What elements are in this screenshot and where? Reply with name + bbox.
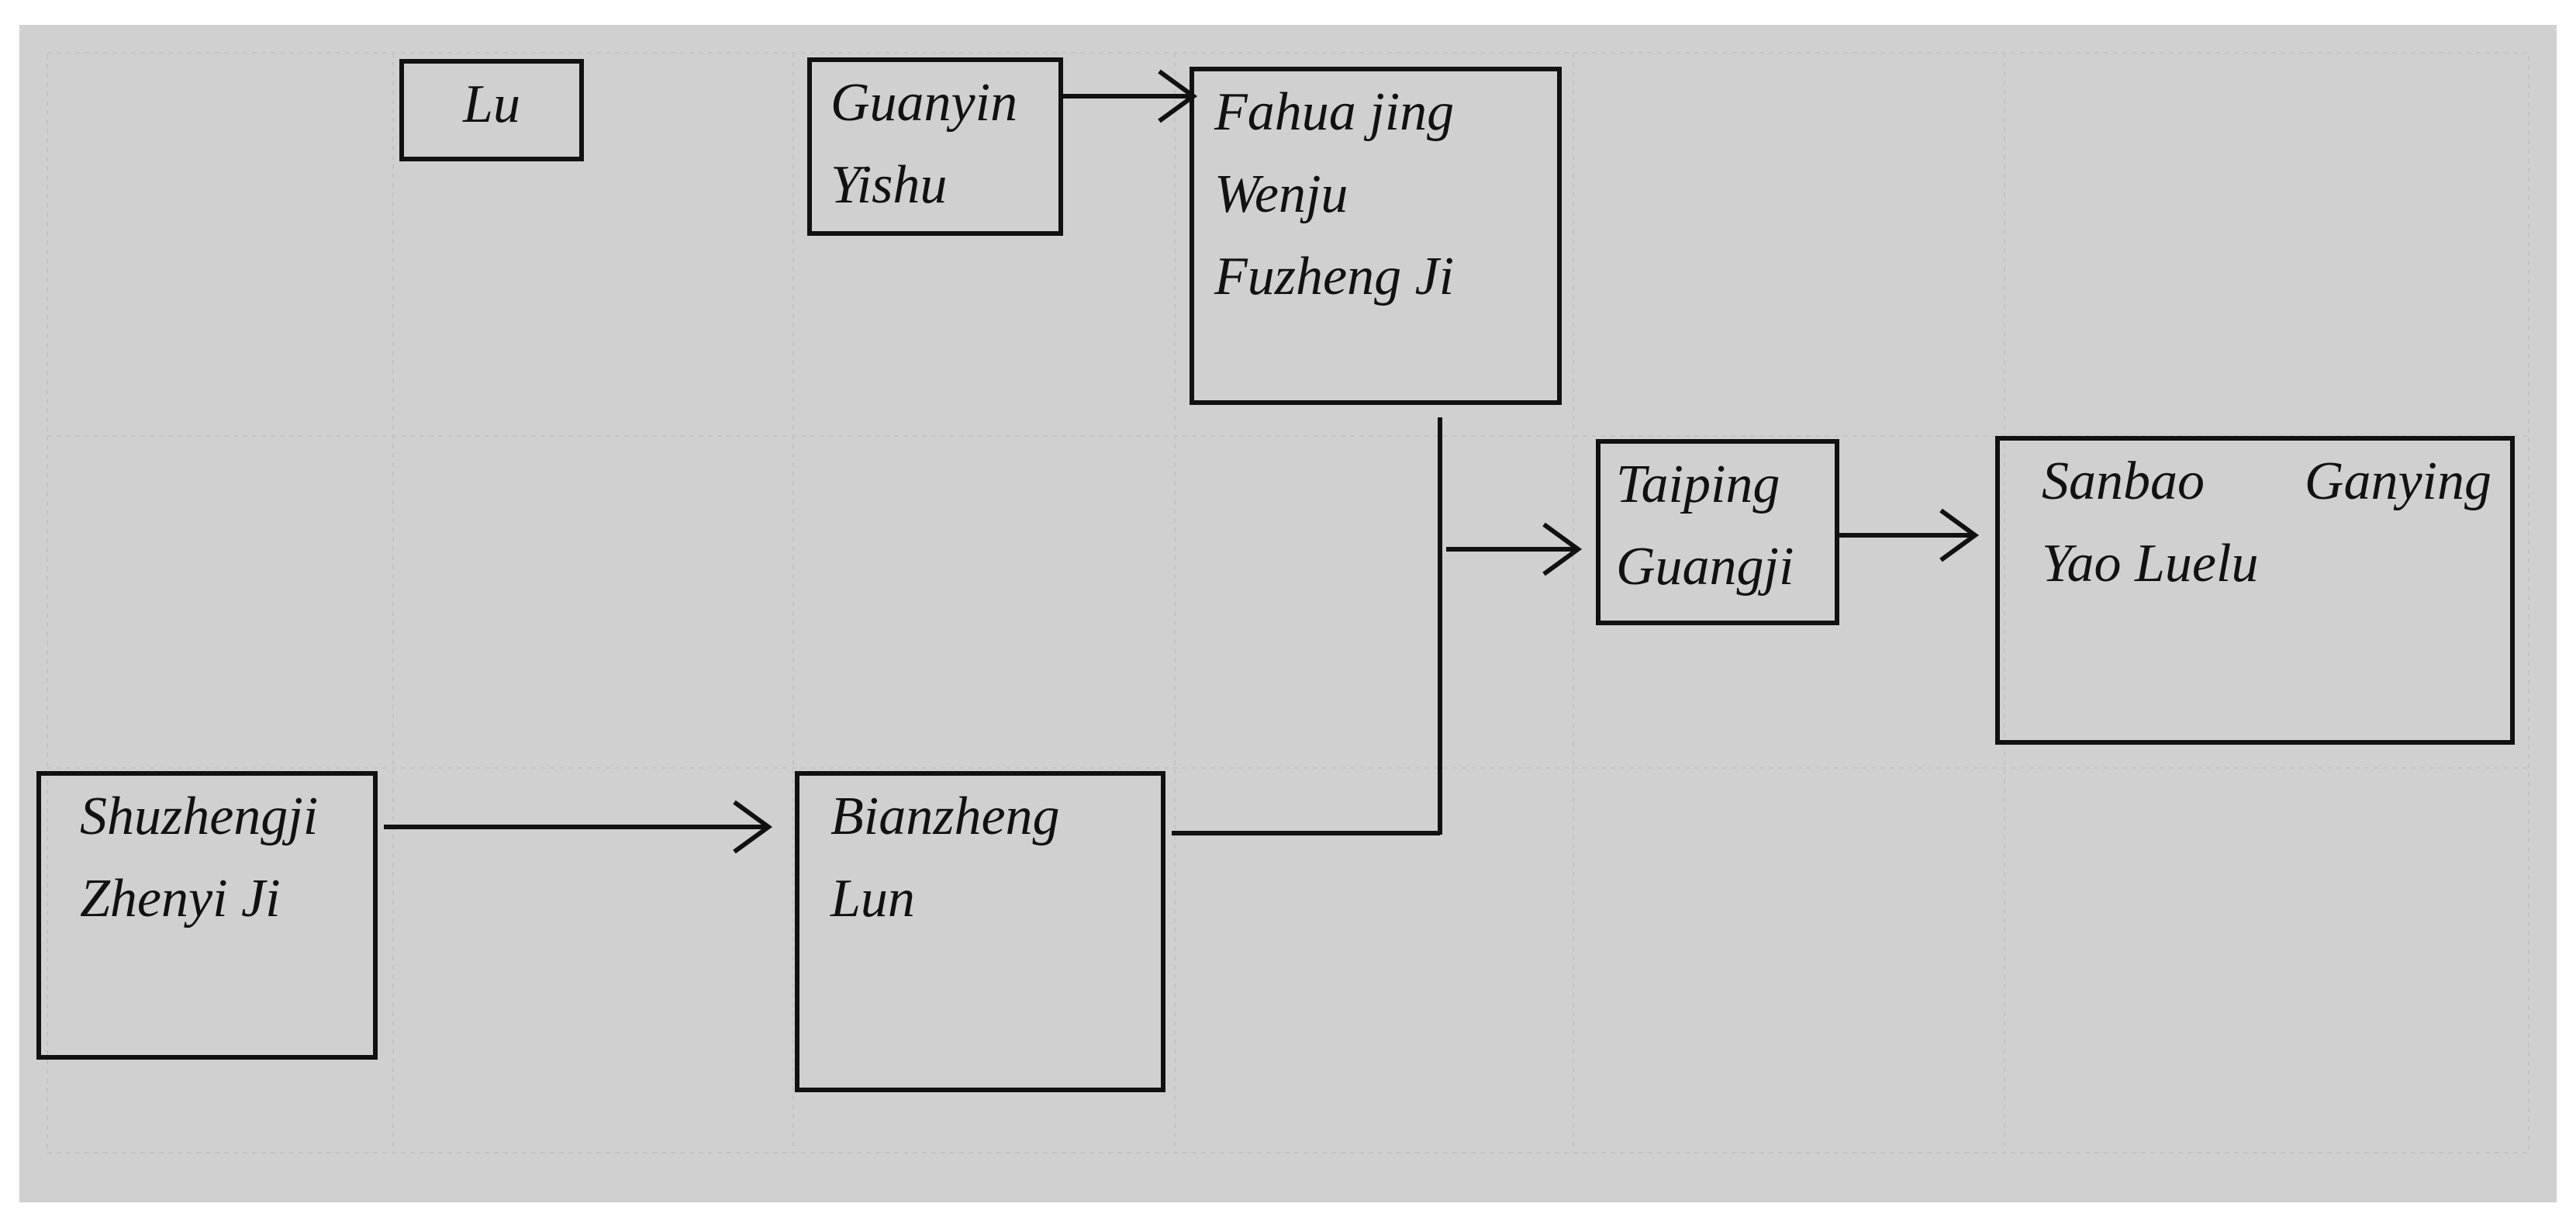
node-taiping-guangji: Taiping Guangji — [1596, 439, 1839, 625]
edges-layer — [384, 69, 1980, 854]
edge-shuzheng-to-bianzheng — [384, 800, 773, 854]
node-shuzheng-line-2: Zhenyi Ji — [80, 869, 281, 929]
node-fahua-line-3: Fuzheng Ji — [1214, 247, 1455, 306]
edge-guanyin-to-fahua — [1063, 69, 1198, 123]
node-taiping-line-2: Guangji — [1616, 537, 1794, 597]
node-bianzheng-lun: Bianzheng Lun — [795, 771, 1165, 1092]
node-sanbao-ganying: Sanbao Ganying Yao Luelu — [1995, 436, 2515, 745]
node-guanyin-yishu: Guanyin Yishu — [807, 57, 1063, 236]
edge-taiping-to-sanbao — [1839, 508, 1980, 562]
node-fahua-jing: Fahua jing Wenju Fuzheng Ji — [1190, 67, 1562, 405]
diagram-canvas: Lu Guanyin Yishu Fahua jing Wenju Fuzhen… — [19, 25, 2557, 1202]
node-sanbao-word-2: Ganying — [2304, 451, 2491, 511]
node-sanbao-line-1: Sanbao Ganying — [2042, 441, 2510, 523]
node-guanyin-line-2: Yishu — [830, 155, 948, 215]
node-bianzheng-line-1: Bianzheng — [830, 787, 1060, 846]
node-shuzhengji: Shuzhengji Zhenyi Ji — [36, 771, 378, 1060]
node-lu-line-1: Lu — [463, 74, 520, 134]
edge-bracket-to-taiping — [1172, 417, 1583, 835]
node-sanbao-line-2: Yao Luelu — [2042, 534, 2259, 593]
node-shuzheng-line-1: Shuzhengji — [80, 787, 319, 846]
background-grid — [47, 52, 2529, 1154]
node-sanbao-word-1: Sanbao — [2042, 451, 2205, 511]
node-bianzheng-line-2: Lun — [830, 869, 915, 929]
node-lu: Lu — [399, 59, 584, 161]
node-fahua-line-1: Fahua jing — [1214, 82, 1455, 142]
node-fahua-line-2: Wenju — [1214, 164, 1348, 224]
node-guanyin-line-1: Guanyin — [830, 73, 1018, 133]
node-taiping-line-1: Taiping — [1616, 455, 1780, 514]
